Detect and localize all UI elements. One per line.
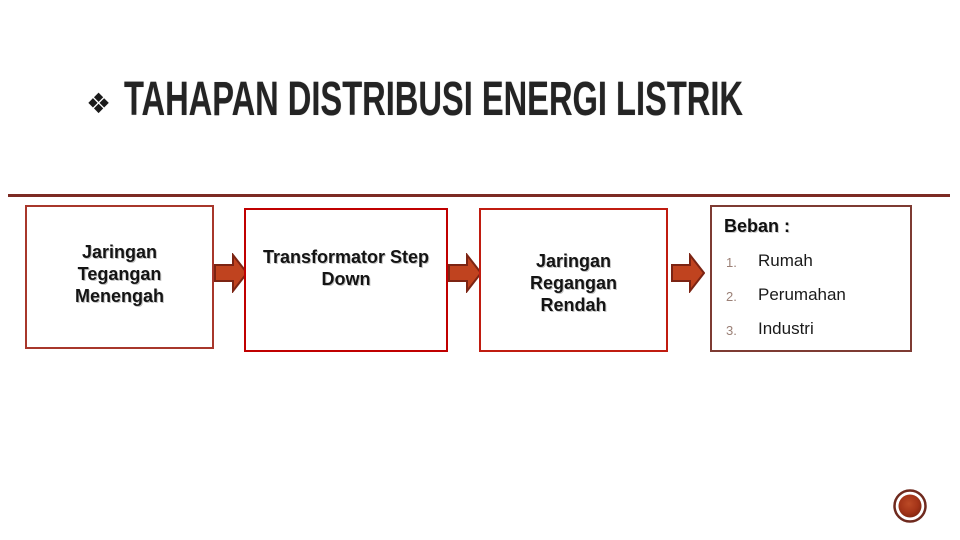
beban-heading: Beban : [724, 216, 791, 236]
list-item-number: 2. [726, 288, 737, 304]
corner-circle-ornament-icon [893, 489, 927, 523]
right-arrow-icon [448, 253, 482, 293]
right-arrow-icon [214, 253, 248, 293]
flow-box-jaringan-tegangan-menengah: Jaringan Tegangan Menengah [25, 205, 214, 349]
beban-list: 1. Rumah 2. Perumahan 3. Industri [712, 244, 910, 346]
list-item: 1. Rumah [712, 244, 910, 278]
list-item-number: 3. [726, 322, 737, 338]
list-item: 2. Perumahan [712, 278, 910, 312]
list-item-label: Perumahan [758, 285, 846, 304]
flow-box-label: Jaringan Tegangan Menengah [74, 242, 164, 306]
divider-line [8, 194, 950, 197]
right-arrow-icon [671, 253, 705, 293]
slide-title: TAHAPAN DISTRIBUSI ENERGI LISTRIK [124, 73, 743, 126]
list-item-label: Industri [758, 319, 814, 338]
beban-box: Beban : 1. Rumah 2. Perumahan 3. Industr… [710, 205, 912, 352]
list-item-label: Rumah [758, 251, 813, 270]
flow-box-label: Transformator Step Down [262, 247, 430, 289]
list-item-number: 1. [726, 254, 737, 270]
flow-box-label: Jaringan Regangan Rendah [529, 251, 617, 315]
list-item: 3. Industri [712, 312, 910, 346]
diamond-bullet-icon: ❖ [86, 87, 112, 120]
flow-box-transformator-step-down: Transformator Step Down [244, 208, 448, 352]
flow-box-jaringan-regangan-rendah: Jaringan Regangan Rendah [479, 208, 668, 352]
